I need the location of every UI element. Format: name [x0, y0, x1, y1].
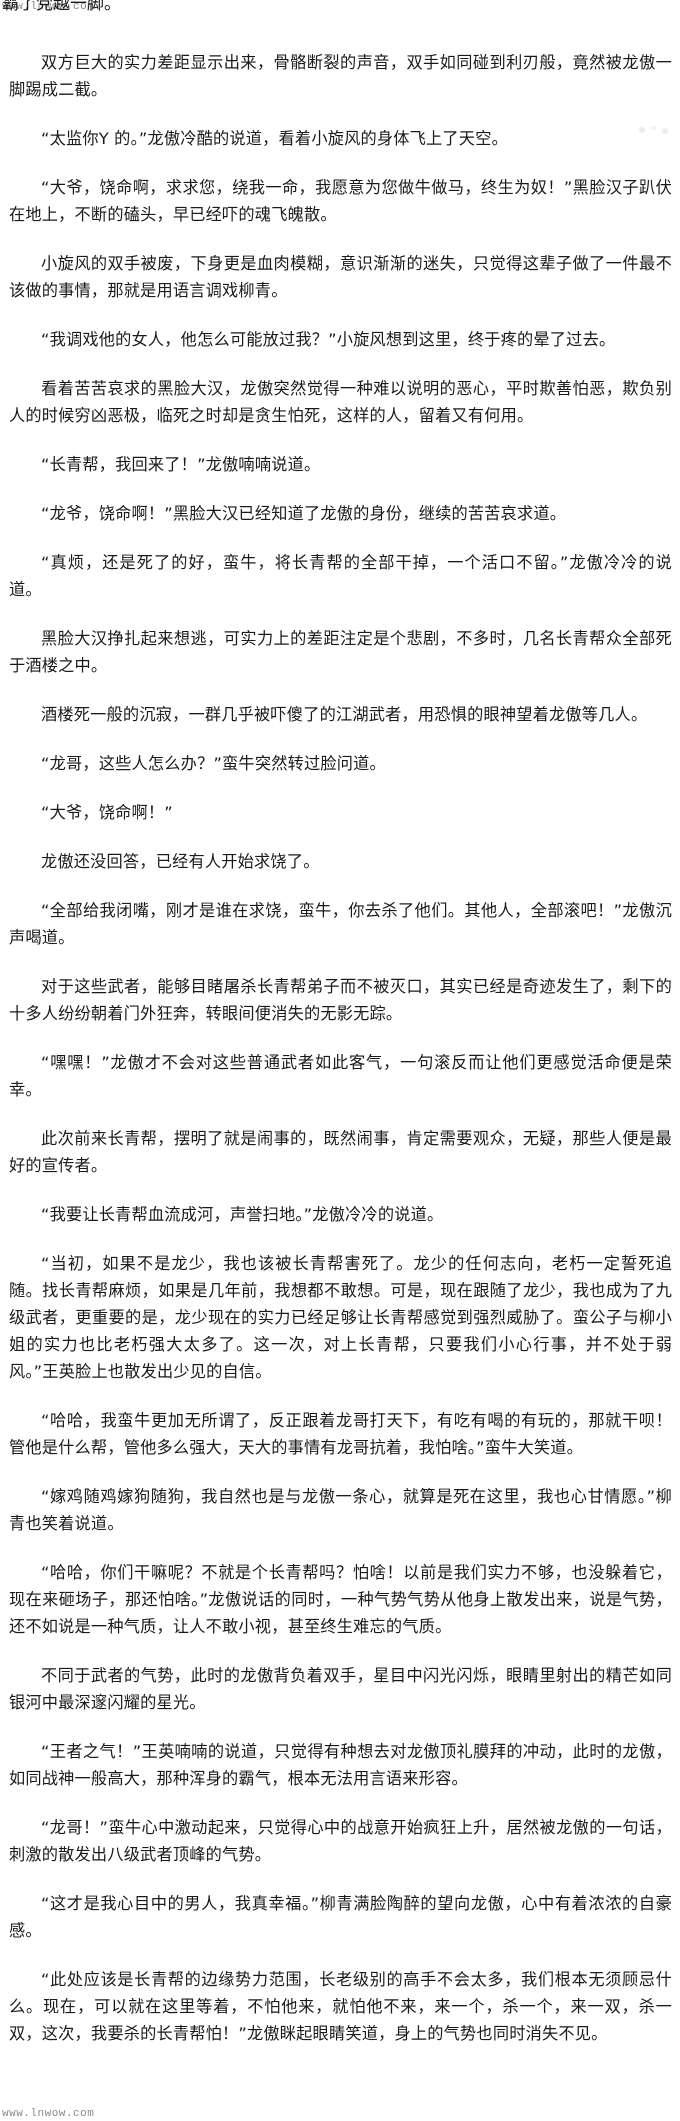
paragraph: “真烦，还是死了的好，蛮牛，将长青帮的全部干掉，一个活口不留。”龙傲冷冷的说道。	[9, 553, 672, 599]
paragraph: “全部给我闭嘴，刚才是谁在求饶，蛮牛，你去杀了他们。其他人，全部滚吧！”龙傲沉声…	[9, 901, 672, 947]
paragraph: “这才是我心目中的男人，我真幸福。”柳青满脸陶醉的望向龙傲，心中有着浓浓的自豪感…	[9, 1894, 672, 1940]
paragraph: “嘿嘿！”龙傲才不会对这些普通武者如此客气，一句滚反而让他们更感觉活命便是荣幸。	[9, 1053, 672, 1099]
paragraph: “长青帮，我回来了！”龙傲喃喃说道。	[41, 455, 321, 474]
watermark-bottom: www.lnwow.com	[2, 2108, 95, 2120]
paragraph: 龙傲还没回答，已经有人开始求饶了。	[41, 852, 320, 871]
watermark-top: www.lnwow.com	[2, 1, 95, 13]
paragraph: “我调戏他的女人，他怎么可能放过我？”小旋风想到这里，终于疼的晕了过去。	[41, 330, 616, 349]
paragraph: 酒楼死一般的沉寂，一群几乎被吓傻了的江湖武者，用恐惧的眼神望着龙傲等几人。	[41, 705, 648, 724]
paragraph: “当初，如果不是龙少，我也该被长青帮害死了。龙少的任何志向，老朽一定誓死追随。找…	[9, 1254, 672, 1381]
paragraph: “王者之气！”王英喃喃的说道，只觉得有种想去对龙傲顶礼膜拜的冲动，此时的龙傲，如…	[9, 1742, 672, 1788]
paragraph: 双方巨大的实力差距显示出来，骨骼断裂的声音，双手如同碰到利刃般，竟然被龙傲一脚踢…	[9, 53, 672, 99]
paragraph: “此处应该是长青帮的边缘势力范围，长老级别的高手不会太多，我们根本无须顾忌什么。…	[9, 1970, 672, 2043]
paragraph: 此次前来长青帮，摆明了就是闹事的，既然闹事，肯定需要观众，无疑，那些人便是最好的…	[9, 1129, 672, 1175]
paragraph: “太监你Y 的。”龙傲冷酷的说道，看着小旋风的身体飞上了天空。	[41, 129, 508, 148]
paragraph: “大爷，饶命啊！”	[41, 803, 173, 822]
paragraph: 黑脸大汉挣扎起来想逃，可实力上的差距注定是个悲剧，不多时，几名长青帮众全部死于酒…	[9, 629, 672, 675]
paragraph: 小旋风的双手被废，下身更是血肉模糊，意识渐渐的迷失，只觉得这辈子做了一件最不该做…	[9, 254, 672, 300]
paragraph: 对于这些武者，能够目睹屠杀长青帮弟子而不被灭口，其实已经是奇迹发生了，剩下的十多…	[9, 977, 672, 1023]
partial-head-line: 霸了党越一脚。	[2, 0, 121, 14]
paragraph: “龙爷，饶命啊！”黑脸大汉已经知道了龙傲的身份，继续的苦苦哀求道。	[41, 504, 567, 523]
paragraph: “大爷，饶命啊，求求您，绕我一命，我愿意为您做牛做马，终生为奴！”黑脸汉子趴伏在…	[9, 178, 672, 224]
paragraph: “嫁鸡随鸡嫁狗随狗，我自然也是与龙傲一条心，就算是死在这里，我也心甘情愿。”柳青…	[9, 1487, 672, 1533]
article-body: 双方巨大的实力差距显示出来，骨骼断裂的声音，双手如同碰到利刃般，竟然被龙傲一脚踢…	[0, 49, 680, 2069]
paragraph: 不同于武者的气势，此时的龙傲背负着双手，星目中闪光闪烁，眼睛里射出的精芒如同银河…	[9, 1666, 672, 1712]
paragraph: “龙哥，这些人怎么办？”蛮牛突然转过脸问道。	[41, 754, 386, 773]
paragraph: “我要让长青帮血流成河，声誉扫地。”龙傲冷冷的说道。	[41, 1205, 444, 1224]
paragraph: “龙哥！”蛮牛心中激动起来，只觉得心中的战意开始疯狂上升，居然被龙傲的一句话，刺…	[9, 1818, 672, 1864]
paragraph: “哈哈，我蛮牛更加无所谓了，反正跟着龙哥打天下，有吃有喝的有玩的，那就干呗！管他…	[9, 1411, 672, 1457]
paragraph: 看着苦苦哀求的黑脸大汉，龙傲突然觉得一种难以说明的恶心，平时欺善怕恶，欺负别人的…	[9, 379, 672, 425]
paragraph: “哈哈，你们干嘛呢？不就是个长青帮吗？怕啥！以前是我们实力不够，也没躲着它，现在…	[9, 1563, 672, 1636]
faint-decoration-icon	[639, 126, 668, 134]
